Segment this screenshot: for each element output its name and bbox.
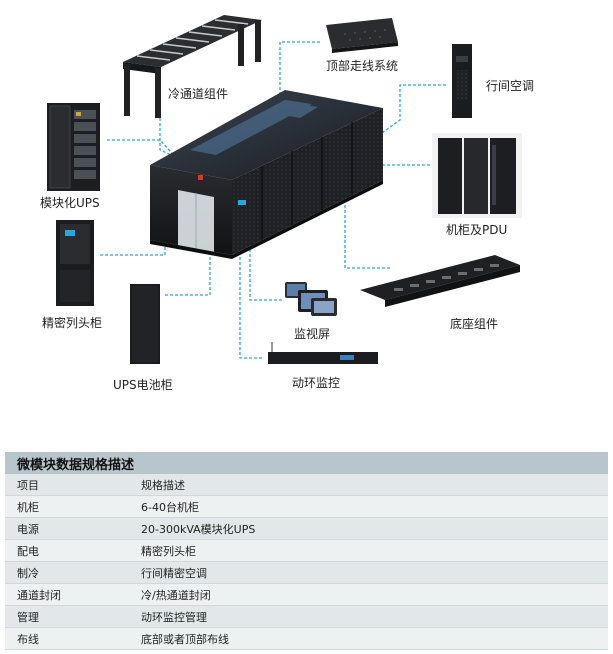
spec-table-row: 项目规格描述 (5, 474, 608, 496)
spec-value-cell: 动环监控管理 (129, 605, 608, 628)
top-cabling-thumbnail (326, 18, 398, 53)
env-monitor-thumbnail (268, 342, 378, 364)
label-precision-head: 精密列头柜 (42, 316, 103, 330)
inrow-ac-thumbnail (452, 44, 472, 118)
ups-battery-thumbnail (130, 284, 160, 364)
cold-aisle-component (123, 15, 262, 118)
monitor-screen-thumbnail (285, 282, 337, 316)
spec-table-title-row: 微模块数据规格描述 (5, 452, 608, 474)
micro-module-diagram: 冷通道组件 顶部走线系统 行间空调 模块化UPS 机柜及PDU 精密列头柜 底座… (40, 15, 535, 392)
label-cold-aisle: 冷通道组件 (168, 87, 229, 101)
spec-key-cell: 布线 (5, 627, 129, 650)
spec-value-cell: 20-300kVA模块化UPS (129, 517, 608, 540)
spec-table-row: 通道封闭冷/热通道封闭 (5, 583, 608, 606)
base-component-thumbnail (360, 255, 520, 307)
spec-value-cell: 底部或者顶部布线 (129, 627, 608, 650)
spec-key-cell: 项目 (5, 474, 129, 496)
label-base: 底座组件 (450, 317, 499, 331)
spec-table-row: 管理动环监控管理 (5, 605, 608, 628)
spec-table-title: 微模块数据规格描述 (5, 452, 608, 474)
modular-ups-thumbnail (47, 103, 100, 191)
spec-value-cell: 行间精密空调 (129, 561, 608, 584)
cabinet-pdu-thumbnail (432, 133, 522, 218)
label-inrow-ac: 行间空调 (486, 79, 535, 93)
micro-module-main (150, 90, 383, 259)
spec-value-cell: 规格描述 (129, 474, 608, 496)
spec-key-cell: 通道封闭 (5, 583, 129, 606)
diagram-illustration (47, 15, 522, 364)
spec-key-cell: 配电 (5, 539, 129, 562)
spec-table-row: 制冷行间精密空调 (5, 561, 608, 584)
label-modular-ups: 模块化UPS (40, 196, 100, 210)
spec-value-cell: 精密列头柜 (129, 539, 608, 562)
label-top-cabling: 顶部走线系统 (326, 59, 399, 73)
spec-key-cell: 机柜 (5, 495, 129, 518)
label-monitor-screen: 监视屏 (294, 327, 331, 341)
label-cabinet-pdu: 机柜及PDU (446, 223, 508, 237)
spec-key-cell: 管理 (5, 605, 129, 628)
spec-key-cell: 制冷 (5, 561, 129, 584)
precision-head-thumbnail (56, 220, 94, 306)
spec-key-cell: 电源 (5, 517, 129, 540)
spec-value-cell: 冷/热通道封闭 (129, 583, 608, 606)
label-ups-battery: UPS电池柜 (113, 378, 173, 392)
label-env-monitor: 动环监控 (292, 376, 341, 390)
spec-table-row: 布线底部或者顶部布线 (5, 627, 608, 650)
spec-value-cell: 6-40台机柜 (129, 495, 608, 518)
spec-table-row: 配电精密列头柜 (5, 539, 608, 562)
